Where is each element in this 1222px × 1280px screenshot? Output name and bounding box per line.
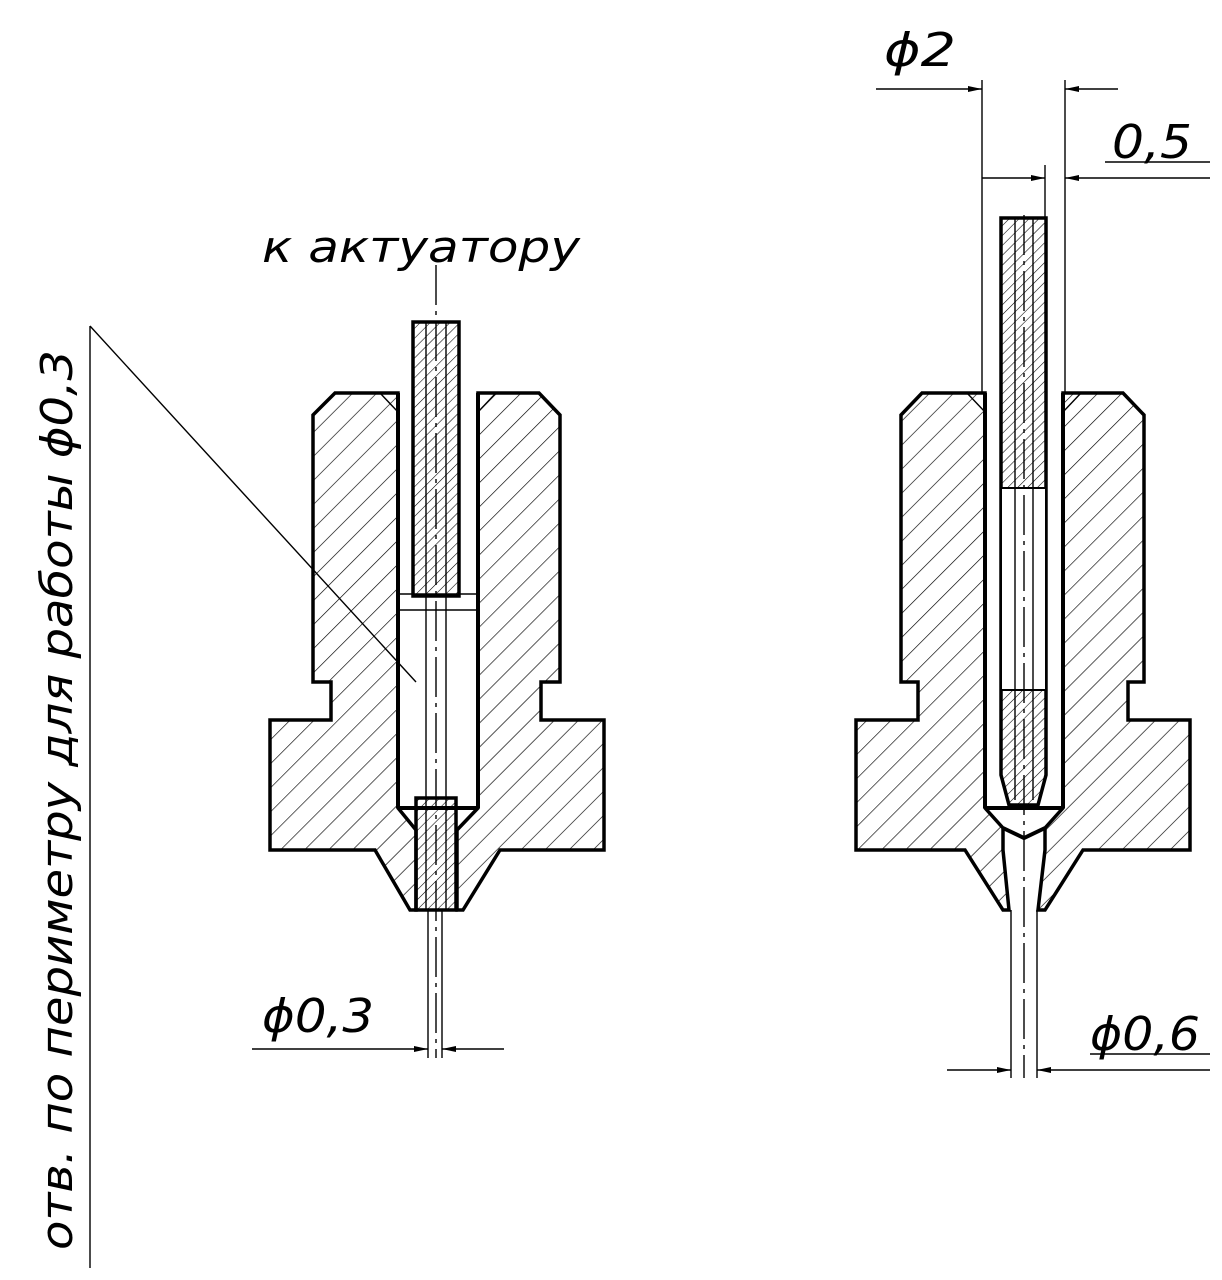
label-dia-needle: ϕ2 xyxy=(884,23,956,77)
label-wall: 0,5 xyxy=(1112,115,1192,169)
label-dia-left-outlet: ϕ0,3 xyxy=(262,989,374,1043)
left-nozzle-body-left xyxy=(268,391,418,912)
right-nozzle-body-left xyxy=(854,391,1011,912)
label-dia-right-outlet: ϕ0,6 xyxy=(1090,1007,1200,1061)
left-nozzle xyxy=(252,265,606,1058)
right-nozzle xyxy=(854,80,1210,1078)
label-perimeter-note: отв. по периметру для работы ϕ0,3 xyxy=(32,350,83,1250)
perimeter-leader xyxy=(89,325,417,683)
label-actuator: к актуатору xyxy=(262,222,581,273)
right-nozzle-body-right xyxy=(1036,391,1192,912)
